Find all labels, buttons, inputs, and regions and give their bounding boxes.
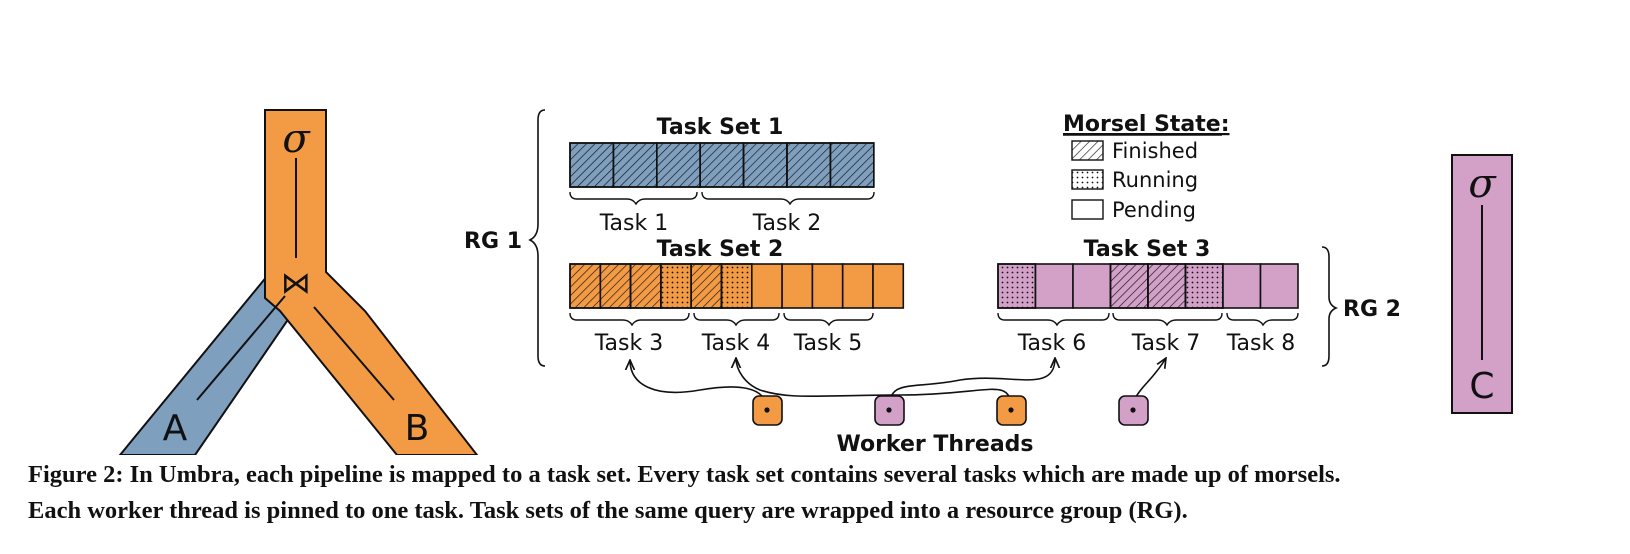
thread-3-arrow [736, 358, 1012, 411]
task-8-brace [1226, 312, 1299, 327]
morsel-pending [841, 263, 874, 309]
morsel-running-pattern [720, 263, 753, 309]
morsel-finished-pattern [690, 263, 723, 309]
legend-finished-swatch [1071, 140, 1104, 161]
morsel-finished-pattern [569, 142, 615, 188]
worker-thread-4-dot [1130, 407, 1136, 413]
morsel-running-pattern [660, 263, 693, 309]
legend-title: Morsel State: [1063, 112, 1230, 137]
task-braces [569, 191, 1299, 327]
morsel-finished-pattern [612, 142, 658, 188]
task-set-1-title: Task Set 1 [657, 115, 784, 140]
rg1-label: RG 1 [464, 229, 522, 254]
morsel-finished-pattern [829, 142, 875, 188]
task-4-label: Task 4 [701, 331, 770, 356]
legend-pending-label: Pending [1112, 198, 1196, 222]
sigma-operator-right: σ [1468, 161, 1497, 207]
morsel-pending [750, 263, 783, 309]
task-6-brace [997, 312, 1110, 327]
query-plan-right: σ C [1451, 154, 1513, 414]
join-operator: ⋈ [281, 266, 311, 301]
caption-line-2: Each worker thread is pinned to one task… [28, 497, 1188, 524]
thread-1-arrow [630, 360, 768, 411]
rg2-brace [1321, 246, 1339, 367]
worker-threads-label: Worker Threads [836, 432, 1033, 455]
task-set-3-title: Task Set 3 [1084, 237, 1211, 262]
sigma-operator: σ [282, 116, 311, 162]
task-3-label: Task 3 [594, 331, 663, 356]
legend-running-label: Running [1112, 168, 1198, 192]
morsel-pending [1222, 263, 1262, 309]
task-set-1-morsels [569, 142, 875, 188]
relation-b-label: B [405, 408, 430, 449]
worker-threads: Worker Threads [752, 395, 1149, 455]
rg2-label: RG 2 [1343, 297, 1401, 322]
task-5-brace [783, 312, 874, 327]
morsel-finished-pattern [569, 263, 602, 309]
query-plan-left: σ ⋈ A B [118, 109, 479, 455]
worker-thread-2-dot [886, 407, 892, 413]
task-7-label: Task 7 [1131, 331, 1200, 356]
morsel-pending [811, 263, 844, 309]
morsel-pending [1034, 263, 1074, 309]
task-8-label: Task 8 [1226, 331, 1295, 356]
worker-thread-arrows [630, 358, 1166, 411]
morsel-finished-pattern [599, 263, 632, 309]
relation-a-label: A [163, 408, 188, 449]
umbra-scheduling-diagram: σ ⋈ A B σ C RG 1 RG 2 Task Set 1 Task Se… [118, 109, 1513, 455]
caption-line-1: Figure 2: In Umbra, each pipeline is map… [28, 461, 1341, 488]
pipeline-b-band [264, 109, 479, 455]
morsel-finished-pattern [742, 142, 788, 188]
task-5-label: Task 5 [793, 331, 862, 356]
morsel-finished-pattern [1109, 263, 1149, 309]
worker-thread-1-dot [764, 407, 770, 413]
plan-edge-join-a [196, 295, 286, 401]
task-set-2-morsels [569, 263, 905, 309]
task-3-brace [569, 312, 690, 327]
morsel-finished-pattern [699, 142, 745, 188]
task-4-brace [693, 312, 780, 327]
morsel-state-legend: Morsel State: Finished Running Pending [1063, 112, 1230, 222]
thread-2-arrow [888, 358, 1055, 411]
morsel-finished-pattern [1147, 263, 1187, 309]
task-2-label: Task 2 [752, 211, 821, 236]
task-1-brace [569, 191, 698, 206]
morsel-finished-pattern [655, 142, 701, 188]
legend-pending-swatch [1071, 199, 1104, 220]
task-set-2-title: Task Set 2 [657, 237, 784, 262]
figure-caption: Figure 2: In Umbra, each pipeline is map… [28, 457, 1618, 529]
morsel-running-pattern [1184, 263, 1224, 309]
morsel-finished-pattern [786, 142, 832, 188]
morsel-running-pattern [997, 263, 1037, 309]
task-set-3-morsels [997, 263, 1299, 309]
relation-c-label: C [1469, 366, 1494, 407]
plan-edge-join-b [313, 306, 395, 401]
resource-group-1: RG 1 [464, 109, 546, 367]
rg1-brace [528, 109, 546, 367]
morsel-pending [1259, 263, 1299, 309]
task-1-label: Task 1 [599, 211, 668, 236]
resource-group-2: RG 2 [1321, 246, 1401, 367]
morsel-pending [1072, 263, 1112, 309]
worker-thread-3-dot [1008, 407, 1014, 413]
morsel-finished-pattern [629, 263, 662, 309]
task-7-brace [1112, 312, 1223, 327]
morsel-pending [872, 263, 905, 309]
legend-running-swatch [1071, 169, 1104, 190]
task-6-label: Task 6 [1017, 331, 1086, 356]
morsel-pending [781, 263, 814, 309]
legend-finished-label: Finished [1112, 139, 1198, 163]
task-2-brace [701, 191, 875, 206]
